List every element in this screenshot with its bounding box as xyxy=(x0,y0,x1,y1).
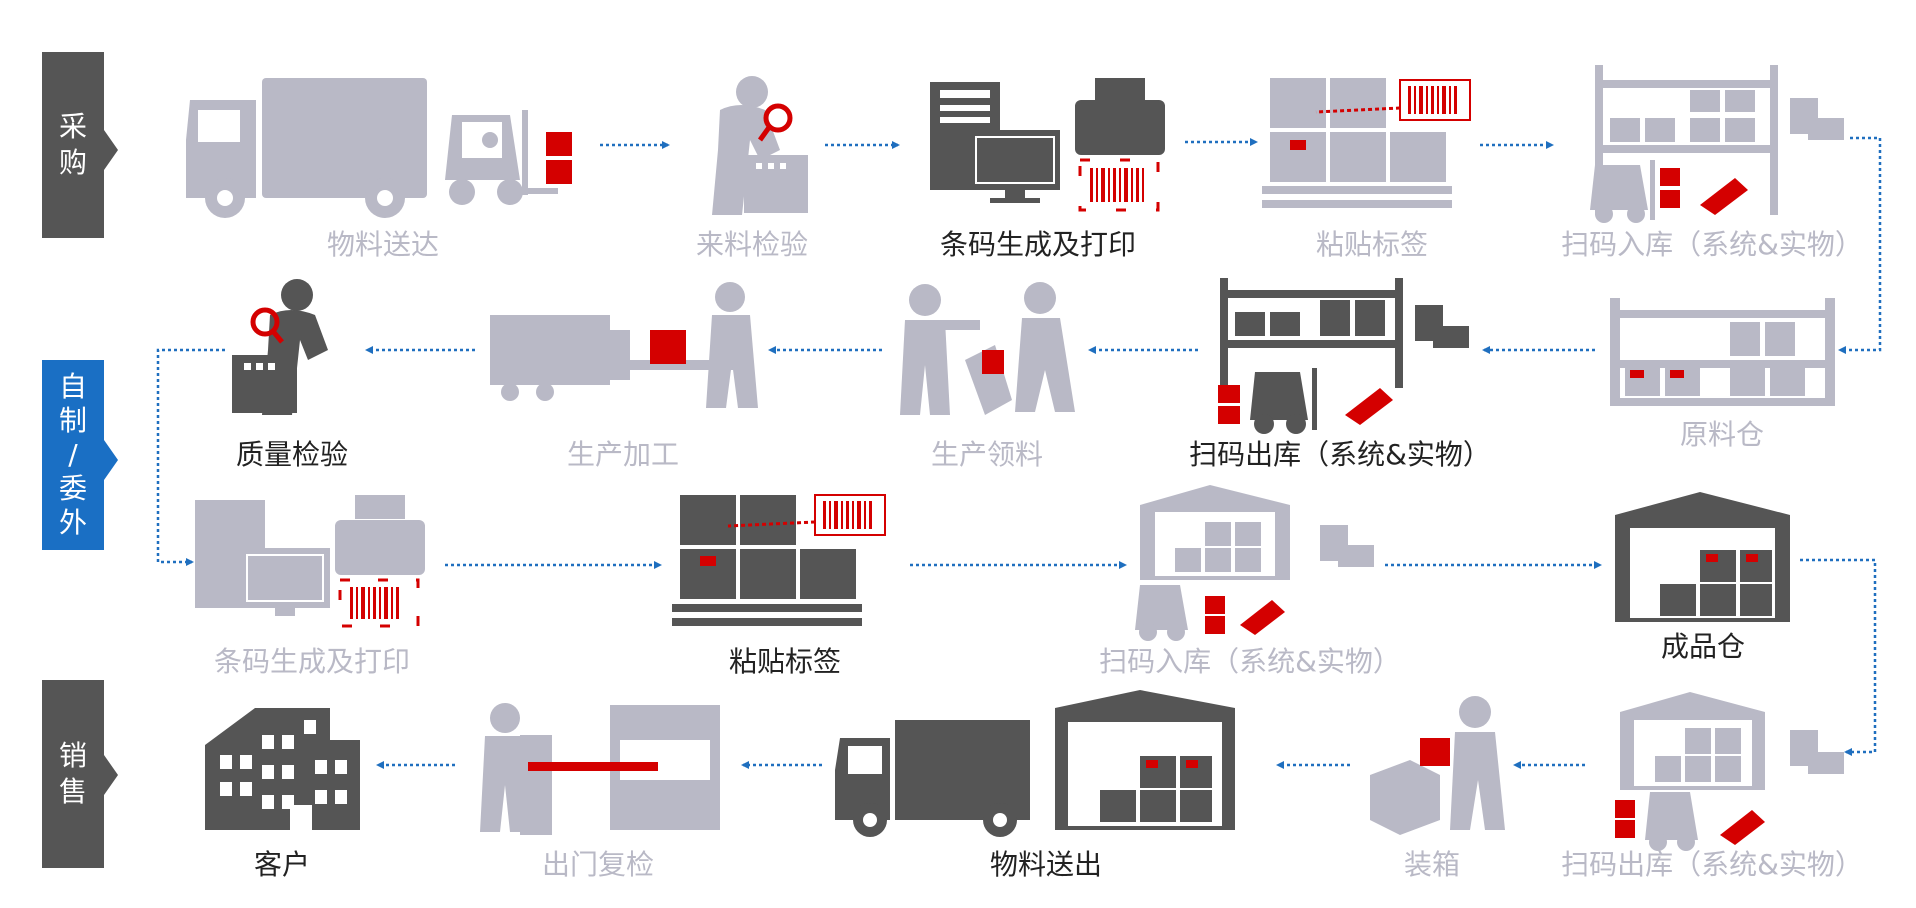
step-label-barcode-print-1: 条码生成及打印 xyxy=(939,228,1137,261)
raw-material-warehouse-icon xyxy=(1610,298,1835,406)
section-label-purchase: 采 购 xyxy=(42,52,104,238)
section-char: 售 xyxy=(58,775,87,808)
forklift-icon xyxy=(445,110,572,205)
step-label-label-2: 粘贴标签 xyxy=(728,645,842,678)
section-char: 采 xyxy=(58,110,87,143)
quality-inspection-icon xyxy=(232,279,328,415)
section-char: 制 xyxy=(58,404,87,437)
section-tab-purchase xyxy=(42,52,118,238)
step-label-quality-inspection: 质量检验 xyxy=(235,438,349,471)
step-label-scan-out-1: 扫码出库（系统&实物） xyxy=(1189,438,1491,471)
step-label-label-1: 粘贴标签 xyxy=(1315,228,1429,261)
step-label-finished-warehouse: 成品仓 xyxy=(1660,630,1746,663)
step-label-incoming-inspection: 来料检验 xyxy=(695,228,809,261)
section-char: 购 xyxy=(58,146,87,179)
step-label-ship-out: 物料送出 xyxy=(989,848,1103,881)
step-label-barcode-print-2: 条码生成及打印 xyxy=(213,645,411,678)
scan-in-warehouse-icon xyxy=(1590,65,1844,223)
finished-goods-warehouse-icon xyxy=(1615,492,1790,622)
production-processing-icon xyxy=(490,282,758,408)
section-char: 委 xyxy=(58,472,87,505)
section-char: 外 xyxy=(58,506,87,539)
section-label-sales: 销 售 xyxy=(42,680,104,868)
step-label-scan-in-2: 扫码入库（系统&实物） xyxy=(1099,645,1401,678)
section-tab-production xyxy=(42,360,118,550)
material-picking-icon xyxy=(900,282,1075,415)
section-label-production: 自 制 / 委 外 xyxy=(42,360,104,550)
barcode-printer-icon-2 xyxy=(195,495,425,628)
section-char: 自 xyxy=(58,370,87,403)
section-char: 销 xyxy=(58,739,87,772)
step-label-raw-warehouse: 原料仓 xyxy=(1679,418,1765,451)
step-label-packing: 装箱 xyxy=(1403,848,1461,881)
scan-out-warehouse-icon xyxy=(1218,278,1469,434)
barcode-printer-icon xyxy=(930,78,1165,212)
ship-out-icon xyxy=(835,690,1235,837)
step-label-material-pick: 生产领料 xyxy=(930,438,1044,471)
step-label-processing: 生产加工 xyxy=(566,438,680,471)
customer-building-icon xyxy=(205,708,360,830)
flow-arrows xyxy=(156,136,1882,769)
step-label-customer: 客户 xyxy=(253,848,311,881)
pallet-label-icon-2 xyxy=(672,494,886,626)
pallet-label-icon xyxy=(1262,78,1471,208)
gate-recheck-icon xyxy=(480,703,720,835)
packing-icon xyxy=(1370,696,1505,835)
section-tab-sales xyxy=(42,680,118,868)
truck-icon xyxy=(186,78,427,218)
inspector-icon xyxy=(712,76,808,215)
scan-out-warehouse-icon-2 xyxy=(1615,692,1844,851)
step-label-scan-out-2: 扫码出库（系统&实物） xyxy=(1561,848,1863,881)
step-label-deliver-in: 物料送达 xyxy=(326,228,440,261)
step-label-scan-in-1: 扫码入库（系统&实物） xyxy=(1561,228,1863,261)
step-label-gate-recheck: 出门复检 xyxy=(541,848,655,881)
scan-in-warehouse-icon-2 xyxy=(1135,485,1374,641)
section-char: / xyxy=(68,438,78,471)
